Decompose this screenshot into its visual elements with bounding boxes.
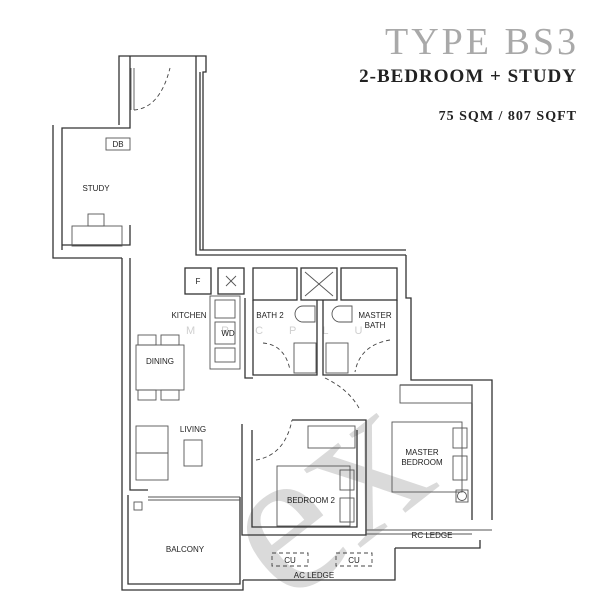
balcony-ledges — [121, 490, 481, 591]
dining-table — [135, 334, 185, 401]
watermark-large-text: ex — [171, 338, 470, 600]
study-walls — [52, 55, 406, 259]
label-study: STUDY — [82, 184, 110, 193]
label-master-bedroom-line1: MASTER — [405, 448, 439, 457]
unit-area: 75 SQM / 807 SQFT — [438, 109, 577, 124]
unit-type-title: TYPE BS3 — [385, 21, 579, 63]
label-master-bath-line1: MASTER — [358, 311, 392, 320]
west-wall-inner — [129, 258, 148, 491]
label-wd: WD — [221, 329, 235, 338]
label-bedroom-2: BEDROOM 2 — [287, 496, 336, 505]
label-cu-1: CU — [284, 556, 296, 565]
label-bath-2: BATH 2 — [256, 311, 284, 320]
label-living: LIVING — [180, 425, 206, 434]
label-rc-ledge: RC LEDGE — [412, 531, 453, 540]
watermark-small-text: MRCPLU — [186, 325, 388, 337]
label-cu-2: CU — [348, 556, 360, 565]
label-master-bath-line2: BATH — [365, 321, 386, 330]
label-kitchen: KITCHEN — [171, 311, 206, 320]
bathrooms — [244, 255, 493, 520]
room-labels: DB STUDY F KITCHEN WD DINING LIVING BATH… — [82, 140, 452, 580]
label-dining: DINING — [146, 357, 174, 366]
label-ac-ledge: AC LEDGE — [294, 571, 334, 580]
label-master-bedroom-line2: BEDROOM — [401, 458, 443, 467]
label-balcony: BALCONY — [166, 545, 205, 554]
bedroom-2 — [241, 419, 492, 536]
label-fridge: F — [196, 277, 201, 286]
unit-configuration: 2-BEDROOM + STUDY — [359, 66, 577, 87]
master-bedroom — [391, 384, 473, 520]
living-furniture — [135, 425, 203, 481]
kitchen-fixtures — [184, 267, 245, 370]
label-db: DB — [112, 140, 123, 149]
